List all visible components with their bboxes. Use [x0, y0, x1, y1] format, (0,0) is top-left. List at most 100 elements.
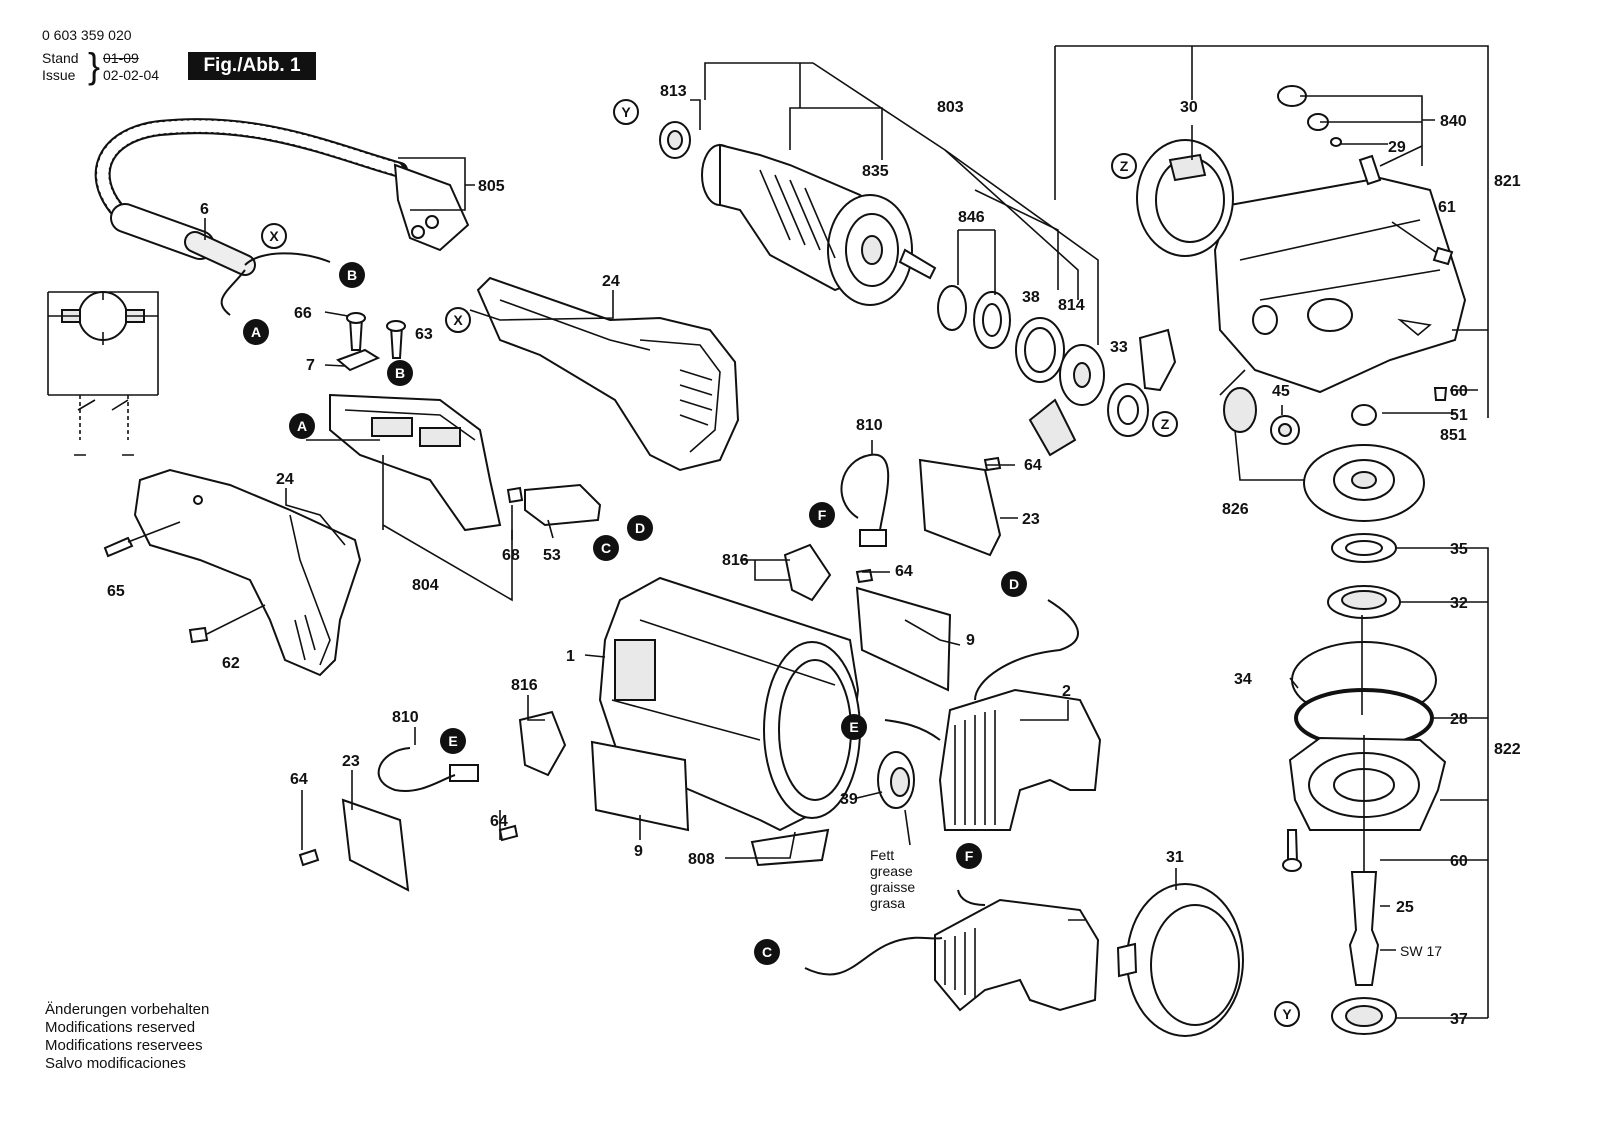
- part-label: 38: [1022, 289, 1040, 306]
- part-label: 66: [294, 305, 312, 322]
- field-coil-upper: [938, 688, 1102, 831]
- part-label: 7: [306, 357, 315, 374]
- issue-label: Issue: [42, 67, 76, 83]
- connector-tag: Y: [1282, 1006, 1292, 1022]
- part-label: 64: [290, 771, 308, 788]
- part-label: 64: [1024, 457, 1042, 474]
- part-label: 32: [1450, 595, 1468, 612]
- part-label: 808: [688, 851, 715, 868]
- part-label: 851: [1440, 427, 1467, 444]
- connector-tag: E: [448, 733, 457, 749]
- part-label: 822: [1494, 741, 1521, 758]
- drawing-number: 0 603 359 020: [42, 27, 132, 43]
- part-label: 24: [276, 471, 294, 488]
- part-label: 9: [966, 632, 975, 649]
- part-label: 64: [490, 813, 508, 830]
- connector-tag: D: [1009, 576, 1019, 592]
- date-brace: }: [88, 45, 101, 86]
- grease-note-line: graisse: [870, 879, 915, 895]
- part-label: 65: [107, 583, 125, 600]
- part-label: 846: [958, 209, 985, 226]
- part-labels: 813 835 803 846 38 814 33 30 840 29 821 …: [107, 83, 1521, 1028]
- connector-tag: Z: [1161, 416, 1170, 432]
- part-label: 51: [1450, 407, 1468, 424]
- part-label: 29: [1388, 139, 1406, 156]
- connector-tag: X: [269, 228, 279, 244]
- gear-set: [1223, 387, 1425, 522]
- part-label: 810: [856, 417, 883, 434]
- part-label: 1: [566, 648, 575, 665]
- connector-tag: F: [818, 507, 827, 523]
- part-label: 68: [502, 547, 520, 564]
- connector-tag: C: [762, 944, 772, 960]
- screws: [298, 456, 1002, 867]
- part-label: 840: [1440, 113, 1467, 130]
- grease-note-line: grease: [870, 863, 913, 879]
- part-label: 31: [1166, 849, 1184, 866]
- part-label: 23: [1022, 511, 1040, 528]
- connector-tag: C: [601, 540, 611, 556]
- part-label: 803: [937, 99, 964, 116]
- grease-note-line: grasa: [870, 895, 905, 911]
- issue-date: 02-02-04: [103, 67, 160, 83]
- part-label: 826: [1222, 501, 1249, 518]
- rear-handle-lower: [103, 468, 362, 677]
- connector-tag: Z: [1120, 158, 1129, 174]
- wrench-size-label: SW 17: [1400, 943, 1442, 959]
- part-label: 821: [1494, 173, 1521, 190]
- connector-tag: X: [453, 312, 463, 328]
- switch-assembly: [329, 312, 602, 532]
- part-label: 60: [1450, 383, 1468, 400]
- part-label: 53: [543, 547, 561, 564]
- connector-tag: B: [347, 267, 357, 283]
- connector-tag: F: [965, 848, 974, 864]
- part-label: 835: [862, 163, 889, 180]
- part-label: 810: [392, 709, 419, 726]
- grease-note: Fett grease graisse grasa: [870, 847, 915, 911]
- part-label: 28: [1450, 711, 1468, 728]
- part-label: 805: [478, 178, 505, 195]
- connector-tag: E: [849, 719, 858, 735]
- part-label: 23: [342, 753, 360, 770]
- bearing-flange: [1136, 139, 1234, 257]
- connector-tags-outline: X X Y Y Z Z: [261, 99, 1300, 1027]
- armature-bearings: [937, 285, 1177, 457]
- connector-tag: A: [297, 418, 307, 434]
- part-label: 30: [1180, 99, 1198, 116]
- part-label: 61: [1438, 199, 1456, 216]
- stand-label: Stand: [42, 50, 79, 66]
- figure-badge: Fig./Abb. 1: [188, 52, 316, 80]
- connector-tag: B: [395, 365, 405, 381]
- armature: [659, 121, 937, 306]
- part-label: 2: [1062, 683, 1071, 700]
- footer-note: Modifications reservees: [45, 1037, 203, 1054]
- part-label: 39: [840, 791, 858, 808]
- footer-notes: Änderungen vorbehalten Modifications res…: [45, 1001, 209, 1073]
- part-label: 816: [722, 552, 749, 569]
- part-label: 814: [1058, 297, 1085, 314]
- part-label: 33: [1110, 339, 1128, 356]
- part-label: 45: [1272, 383, 1290, 400]
- footer-note: Salvo modificaciones: [45, 1055, 186, 1072]
- part-label: 6: [200, 201, 209, 218]
- mains-plug: [393, 163, 470, 252]
- grease-note-line: Fett: [870, 847, 894, 863]
- connector-tag: A: [251, 324, 261, 340]
- connector-tag: Y: [621, 104, 631, 120]
- superseded-date: 01-09: [103, 50, 139, 66]
- part-label: 64: [895, 563, 913, 580]
- part-label: 813: [660, 83, 687, 100]
- part-label: 35: [1450, 541, 1468, 558]
- part-label: 62: [222, 655, 240, 672]
- connector-tag: D: [635, 520, 645, 536]
- part-label: 9: [634, 843, 643, 860]
- gear-housing: [1213, 85, 1467, 401]
- footer-note: Änderungen vorbehalten: [45, 1001, 210, 1018]
- spindle-assembly: [1282, 533, 1447, 1035]
- footer-note: Modifications reserved: [45, 1019, 196, 1036]
- brush-parts: [341, 453, 1079, 976]
- part-label: 60: [1450, 853, 1468, 870]
- wiring-schematic: [47, 291, 159, 456]
- part-label: 37: [1450, 1011, 1468, 1028]
- part-label: 25: [1396, 899, 1414, 916]
